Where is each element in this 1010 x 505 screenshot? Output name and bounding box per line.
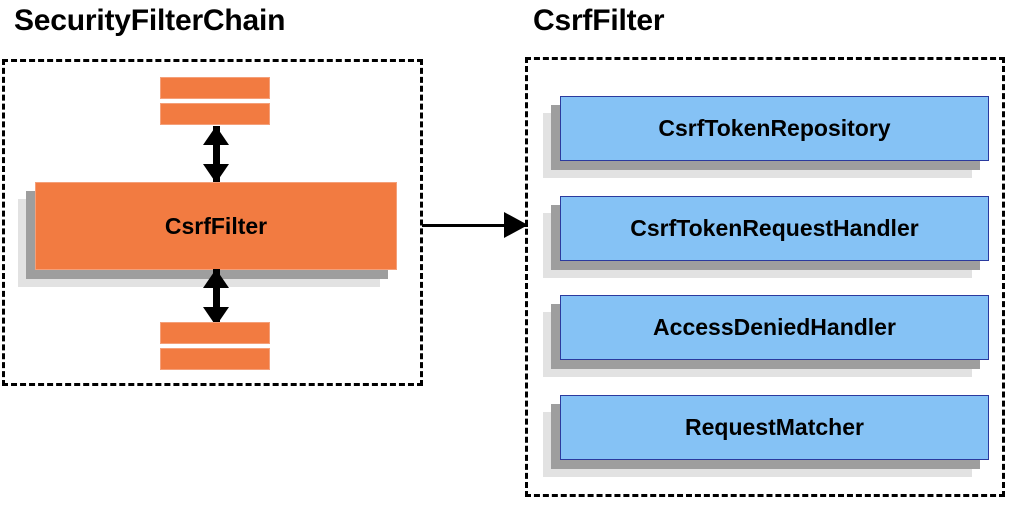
component-box-csrf-token-repository[interactable]: CsrfTokenRepository [543,96,989,178]
connector-arrow-to-csrf-filter [422,212,528,238]
arrow-head-up [203,126,229,145]
component-box-access-denied-handler[interactable]: AccessDeniedHandler [543,295,989,377]
component-box-label: CsrfTokenRepository [560,96,989,161]
filter-stub-bottom-1 [160,322,270,344]
right-panel-title: CsrfFilter [533,4,665,37]
arrow-head-down [203,307,229,326]
left-panel-title: SecurityFilterChain [14,4,286,37]
security-filter-chain-panel [2,59,423,386]
arrow-bottom-bidirectional [203,269,229,326]
arrow-shaft [212,269,220,326]
arrow-head-up [203,269,229,288]
arrow-head-down [203,164,229,183]
csrf-filter-box[interactable]: CsrfFilter [18,182,397,287]
csrf-filter-box-label: CsrfFilter [35,182,397,270]
component-box-csrf-token-request-handler[interactable]: CsrfTokenRequestHandler [543,196,989,278]
component-box-label: AccessDeniedHandler [560,295,989,360]
component-box-label: RequestMatcher [560,395,989,460]
arrow-top-bidirectional [203,126,229,183]
arrow-shaft [212,126,220,183]
component-box-label: CsrfTokenRequestHandler [560,196,989,261]
filter-stub-top-1 [160,77,270,99]
component-box-request-matcher[interactable]: RequestMatcher [543,395,989,477]
connector-arrow-head [504,212,528,238]
filter-stub-bottom-2 [160,348,270,370]
connector-shaft [422,223,528,227]
filter-stub-top-2 [160,103,270,125]
csrf-filter-panel [525,57,1005,497]
